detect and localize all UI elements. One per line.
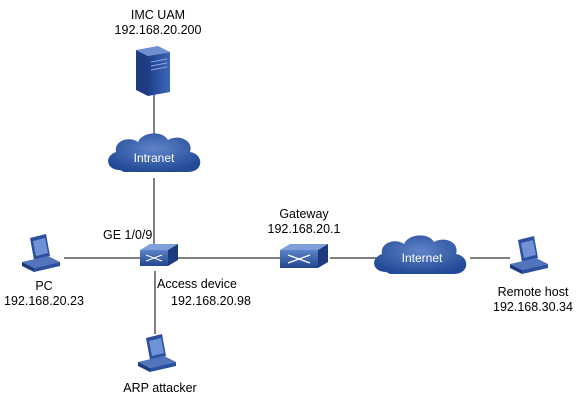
- remote-host-name: Remote host: [497, 285, 569, 299]
- imc-uam-name: IMC UAM: [130, 8, 186, 22]
- intranet-cloud-icon: Intranet: [108, 133, 201, 172]
- gateway-switch-icon: [280, 244, 328, 268]
- gateway-ip: 192.168.20.1: [267, 222, 341, 236]
- remote-host-pc-icon: [510, 236, 548, 274]
- access-device-port: GE 1/0/9: [103, 228, 153, 242]
- server-icon: [136, 46, 170, 96]
- intranet-label: Intranet: [134, 151, 175, 165]
- pc-ip: 192.168.20.23: [4, 294, 84, 308]
- access-device-name: Access device: [157, 277, 237, 291]
- links: [64, 92, 510, 334]
- arp-attacker-pc-icon: [138, 334, 176, 372]
- access-device-ip: 192.168.20.98: [171, 294, 251, 308]
- internet-label: Internet: [402, 251, 443, 265]
- internet-cloud-icon: Internet: [374, 235, 467, 274]
- arp-attacker-name: ARP attacker: [123, 381, 197, 395]
- pc-icon: [22, 234, 60, 272]
- imc-uam-ip: 192.168.20.200: [114, 23, 202, 37]
- access-switch-icon: [140, 244, 178, 266]
- pc-name: PC: [35, 279, 53, 293]
- gateway-name: Gateway: [279, 207, 329, 221]
- remote-host-ip: 192.168.30.34: [493, 300, 573, 314]
